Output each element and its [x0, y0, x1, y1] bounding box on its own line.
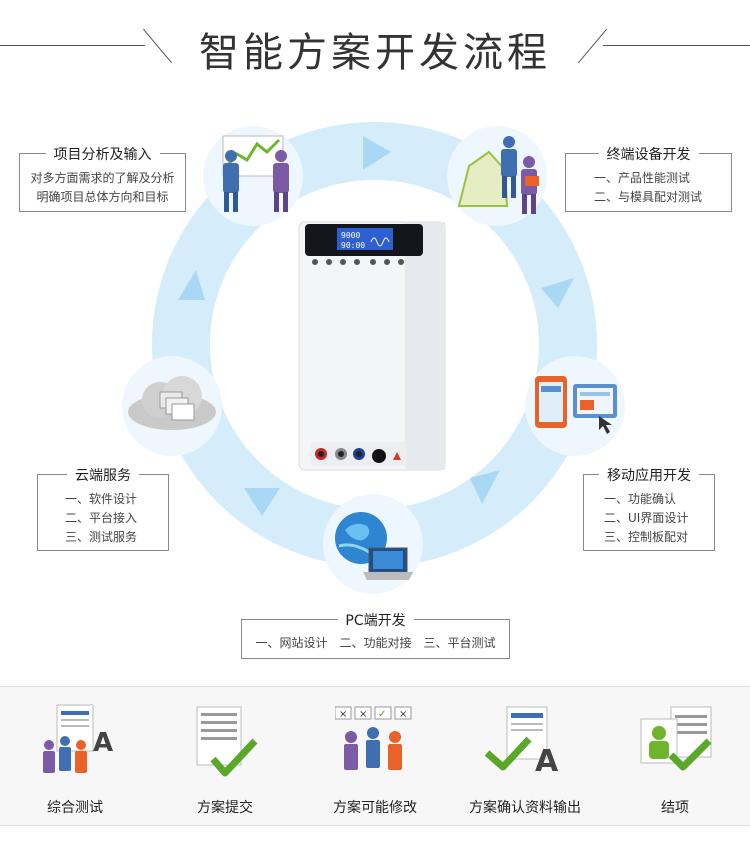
- mobile-icon-circle: [525, 356, 625, 456]
- mobile-line-1: 一、功能确认: [604, 492, 677, 506]
- mobile-title: 移动应用开发: [599, 465, 699, 485]
- pc-icon-circle: [323, 494, 423, 594]
- person-check-icon: [640, 706, 712, 771]
- terminal-team-icon: [457, 136, 539, 214]
- analysis-line-2: 明确项目总体方向和目标: [36, 190, 169, 204]
- terminal-icon-circle: [447, 126, 547, 226]
- cloud-line-2: 二、平台接入: [65, 511, 138, 525]
- svg-text:×: ×: [339, 709, 347, 720]
- pc-line: 一、网站设计 二、功能对接 三、平台测试: [255, 636, 496, 650]
- step-proposal-revise: × × ✓ × 方案可能修改: [300, 687, 450, 827]
- cloud-box: 云端服务 一、软件设计 二、平台接入 三、测试服务: [37, 465, 169, 551]
- document-check-icon: [196, 706, 258, 777]
- mobile-box: 移动应用开发 一、功能确认 二、UI界面设计 三、控制板配对: [583, 465, 715, 551]
- svg-text:A: A: [535, 744, 559, 779]
- analysis-team-icon: [222, 135, 289, 212]
- step-comprehensive-test: A 综合测试: [0, 687, 150, 827]
- analysis-line-1: 对多方面需求的了解及分析: [30, 171, 175, 185]
- arrow-right-upper: [541, 278, 574, 308]
- cloud-line-1: 一、软件设计: [65, 492, 138, 506]
- terminal-title: 终端设备开发: [598, 144, 699, 164]
- check-document-icon: A: [485, 706, 559, 779]
- arrow-left-upper: [178, 270, 205, 300]
- cloud-icon-circle: [122, 356, 222, 456]
- terminal-box: 终端设备开发 一、产品性能测试 二、与模具配对测试: [565, 144, 732, 212]
- step-confirm-output: A 方案确认资料输出: [450, 687, 600, 827]
- cloud-folders-icon: [128, 376, 216, 430]
- mobile-line-3: 三、控制板配对: [604, 530, 689, 544]
- mobile-line-2: 二、UI界面设计: [604, 511, 689, 525]
- step-label-3: 方案可能修改: [333, 800, 417, 816]
- analysis-title: 项目分析及输入: [45, 144, 160, 164]
- mobile-devices-icon: [535, 376, 617, 434]
- step-label-1: 综合测试: [47, 800, 103, 816]
- terminal-line-2: 二、与模具配对测试: [594, 190, 703, 204]
- title-rule-left: [0, 45, 145, 46]
- step-label-2: 方案提交: [197, 800, 253, 816]
- svg-text:✓: ✓: [378, 709, 386, 720]
- svg-text:×: ×: [399, 709, 407, 720]
- cloud-line-3: 三、测试服务: [65, 530, 138, 544]
- arrow-top-right: [363, 136, 391, 170]
- page-title: 智能方案开发流程: [199, 30, 551, 76]
- terminal-line-1: 一、产品性能测试: [594, 171, 691, 185]
- pc-title: PC端开发: [337, 610, 414, 630]
- steps-band: A 综合测试 方案提交 × × ✓ × 方案可能修改: [0, 686, 750, 826]
- arrow-right-lower: [470, 470, 500, 504]
- step-label-5: 结项: [661, 800, 689, 816]
- cloud-title: 云端服务: [67, 465, 139, 485]
- analysis-icon-circle: [203, 126, 303, 226]
- step-proposal-submit: 方案提交: [150, 687, 300, 827]
- device-display-top: 9000: [341, 231, 360, 240]
- globe-laptop-icon: [335, 512, 413, 580]
- svg-text:×: ×: [359, 709, 367, 720]
- step-label-4: 方案确认资料输出: [469, 800, 581, 816]
- device-display-bottom: 90:00: [341, 241, 365, 250]
- team-review-icon: × × ✓ ×: [335, 706, 412, 770]
- svg-text:A: A: [93, 728, 113, 758]
- pc-box: PC端开发 一、网站设计 二、功能对接 三、平台测试: [241, 610, 510, 659]
- ring-arrows: [178, 136, 574, 516]
- analysis-box: 项目分析及输入 对多方面需求的了解及分析 明确项目总体方向和目标: [19, 144, 186, 212]
- team-document-icon: A: [43, 704, 113, 773]
- step-close-project: 结项: [600, 687, 750, 827]
- title-rule-right: [603, 45, 750, 46]
- title-banner: 智能方案开发流程: [0, 0, 750, 80]
- arrow-bottom-left: [244, 488, 280, 516]
- device-illustration: 9000 90:00: [298, 221, 446, 471]
